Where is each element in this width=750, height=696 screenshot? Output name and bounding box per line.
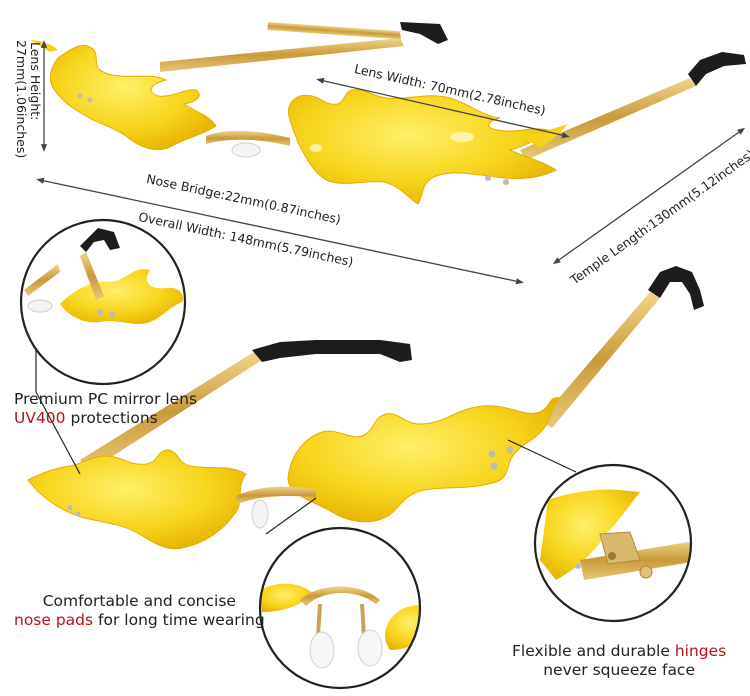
bottom-left-lens xyxy=(27,449,247,550)
top-temple-far-tip xyxy=(400,22,448,44)
feature-lens-highlight: UV400 xyxy=(14,409,66,428)
bottom-screw-5 xyxy=(490,462,498,470)
feature-hinge-line2: never squeeze face xyxy=(543,661,695,680)
lens-height-label: Lens Height: xyxy=(28,42,43,121)
temple-length-line xyxy=(552,127,746,265)
bottom-screw-2 xyxy=(75,511,81,517)
bottom-glasses xyxy=(27,266,704,550)
bottom-nose-bridge xyxy=(236,486,316,504)
detail-circle-nose-pad xyxy=(258,497,422,690)
lens-height-value: 27mm(1.06inches) xyxy=(14,40,29,159)
feature-nose-text: Comfortable and concise nose pads for lo… xyxy=(14,592,265,631)
detail-circle-hinge xyxy=(507,439,693,623)
bottom-screw-3 xyxy=(488,450,496,458)
bottom-temple-left-tip xyxy=(252,340,412,362)
top-temple-right-tip xyxy=(688,52,746,86)
top-screw-2 xyxy=(503,179,509,185)
top-screw-3 xyxy=(77,93,83,99)
feature-lens-text: Premium PC mirror lens UV400 protections xyxy=(14,390,197,429)
top-screw-4 xyxy=(87,97,93,103)
bottom-temple-right-tip xyxy=(648,266,704,310)
bottom-right-lens xyxy=(287,397,562,523)
overall-width-line xyxy=(36,177,524,285)
top-screw-1 xyxy=(485,175,491,181)
bottom-temple-left-arm xyxy=(80,352,262,472)
top-temple-right-arm xyxy=(520,78,696,160)
bottom-screw-4 xyxy=(506,446,514,454)
bottom-nose-pad xyxy=(251,499,269,529)
feature-hinge-text: Flexible and durable hinges never squeez… xyxy=(512,642,726,681)
feature-nose-line1: Comfortable and concise xyxy=(42,592,236,610)
top-nose-pad xyxy=(231,142,261,158)
feature-hinge-highlight: hinges xyxy=(674,642,727,660)
feature-hinge-prefix: Flexible and durable xyxy=(512,642,675,660)
top-glasses xyxy=(30,22,746,205)
feature-lens-line1: Premium PC mirror lens xyxy=(14,390,198,408)
top-temple-left-arm xyxy=(160,38,404,72)
feature-nose-highlight: nose pads xyxy=(14,611,94,630)
top-right-lens-hole-2 xyxy=(310,144,322,152)
bottom-screw-1 xyxy=(67,505,73,511)
top-right-lens-hole xyxy=(450,132,474,142)
top-temple-far-arm xyxy=(267,22,402,40)
top-nose-bridge xyxy=(206,130,290,146)
lens-width-line xyxy=(316,77,570,139)
dimension-lines xyxy=(36,40,746,285)
feature-nose-rest: for long time wearing xyxy=(93,611,265,630)
detail-circle-lens xyxy=(19,218,187,475)
bottom-temple-right-arm xyxy=(540,292,660,428)
top-left-lens xyxy=(49,45,217,151)
feature-lens-rest: protections xyxy=(65,409,158,428)
